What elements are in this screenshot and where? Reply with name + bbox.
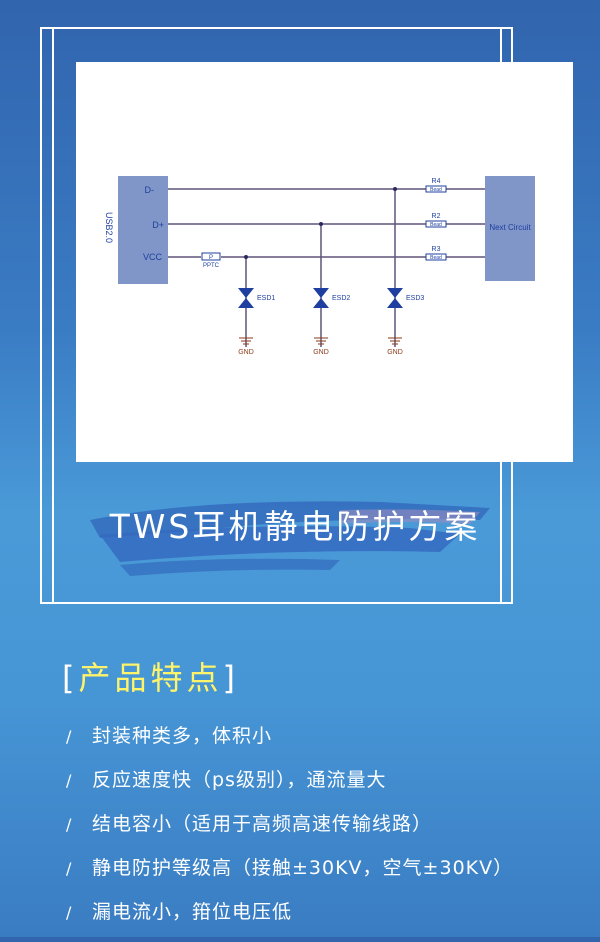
feature-item: /结电容小（适用于高频高速传输线路） [66, 810, 513, 854]
usb-label: USB2.0 [104, 212, 114, 243]
bullet-slash-icon: / [66, 903, 73, 922]
bracket-close: ] [222, 659, 239, 697]
features-heading-text: 产品特点 [78, 659, 223, 697]
svg-text:R2: R2 [432, 213, 441, 220]
frame-line-left [52, 27, 54, 604]
next-circuit-block [485, 176, 535, 281]
features-heading: [产品特点] [62, 653, 239, 699]
svg-text:R3: R3 [432, 246, 441, 253]
svg-text:Bead: Bead [430, 222, 442, 228]
svg-text:R4: R4 [432, 178, 441, 185]
bullet-slash-icon: / [66, 727, 73, 746]
svg-text:ESD2: ESD2 [332, 295, 350, 302]
feature-item: /静电防护等级高（接触±30KV，空气±30KV） [66, 854, 513, 898]
bracket-open: [ [62, 659, 79, 697]
features-list: /封装种类多，体积小 /反应速度快（ps级别），通流量大 /结电容小（适用于高频… [66, 722, 513, 942]
feature-item: /反应速度快（ps级别），通流量大 [66, 766, 513, 810]
svg-text:VCC: VCC [143, 252, 163, 262]
svg-text:PPTC: PPTC [203, 263, 220, 269]
brush-stroke-decoration [90, 501, 490, 576]
circuit-diagram: USB2.0 D- D+ VCC Next Circuit P [104, 176, 535, 356]
svg-text:GND: GND [313, 349, 329, 356]
bullet-slash-icon: / [66, 815, 73, 834]
svg-text:P: P [209, 255, 213, 261]
svg-text:ESD3: ESD3 [406, 295, 424, 302]
svg-text:GND: GND [238, 349, 254, 356]
feature-item: /漏电流小，箝位电压低 [66, 898, 513, 942]
svg-text:Next Circuit: Next Circuit [489, 223, 531, 232]
schematic-panel: USB2.0 D- D+ VCC Next Circuit P [76, 62, 573, 462]
svg-text:D-: D- [145, 185, 155, 195]
bullet-slash-icon: / [66, 771, 73, 790]
usb-connector-block [118, 176, 168, 284]
svg-text:Bead: Bead [430, 255, 442, 261]
feature-item: /封装种类多，体积小 [66, 722, 513, 766]
bullet-slash-icon: / [66, 859, 73, 878]
svg-text:GND: GND [387, 349, 403, 356]
svg-text:ESD1: ESD1 [257, 295, 275, 302]
svg-text:Bead: Bead [430, 187, 442, 193]
svg-text:D+: D+ [152, 220, 164, 230]
page-title: TWS耳机静电防护方案 [109, 507, 481, 546]
